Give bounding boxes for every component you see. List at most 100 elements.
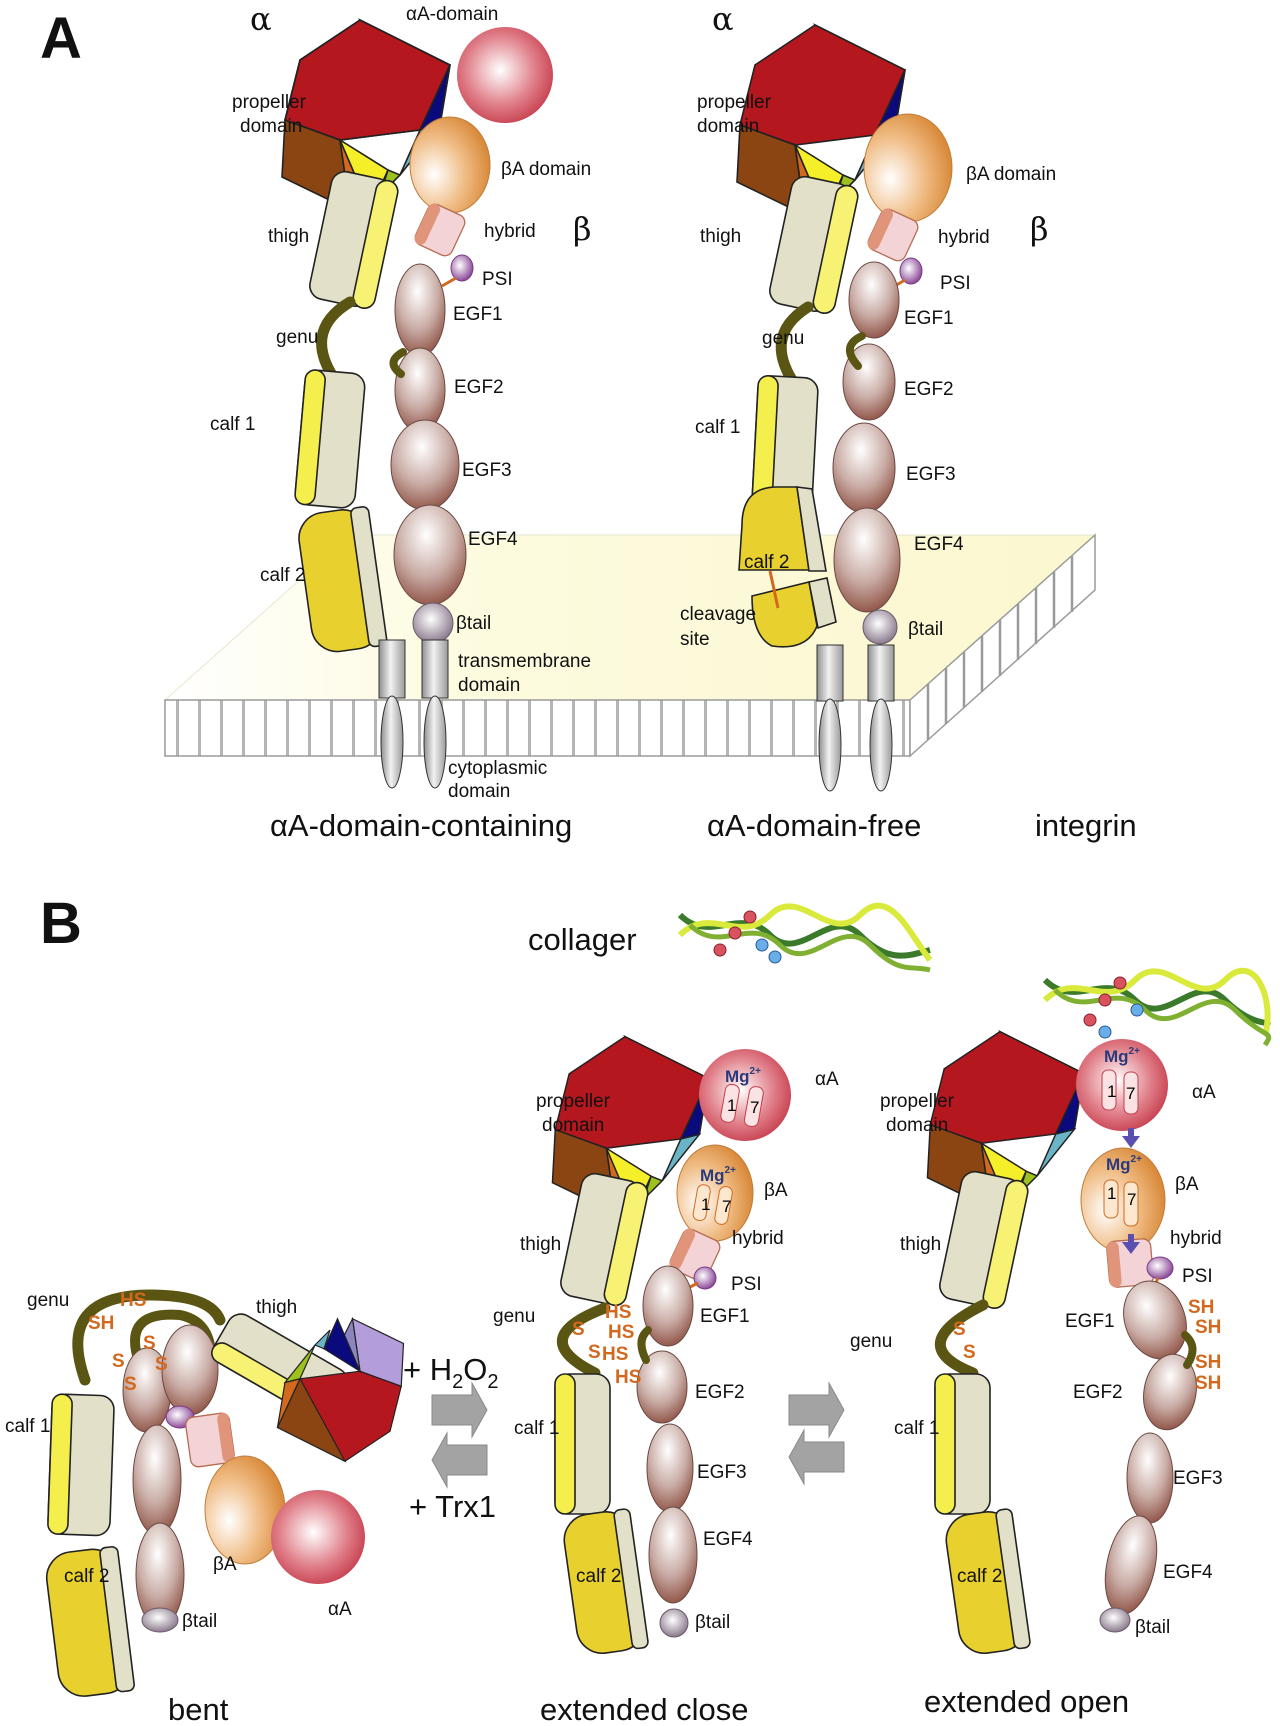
panel-b-letter: B [40,891,82,956]
btail-domain [862,609,898,645]
ext-close-hybrid-label: hybrid [732,1228,784,1249]
thiol-label: HS [605,1302,631,1323]
thiol-label: S [953,1319,966,1340]
btail-domain [141,1607,179,1633]
thiol-label: S [963,1342,976,1363]
bA-domain-label: βA domain [966,164,1056,185]
btail-label: βtail [456,613,491,634]
egf3-label: EGF3 [462,460,512,481]
bent-bA-label: βA [213,1554,237,1575]
ext-close-egf4-label: EGF4 [703,1529,753,1550]
bent-calf1-label: calf 1 [5,1416,50,1437]
ext-close-egf2-label: EGF2 [695,1382,745,1403]
thiol-label: HS [120,1290,146,1311]
calf2-label: calf 2 [260,565,305,586]
calf1-label: calf 1 [695,417,740,438]
aA-domain [699,1049,791,1141]
thigh-domain [769,175,859,314]
thiol-label: SH [88,1313,114,1334]
thigh-label: thigh [700,226,741,247]
extended-close-integrin: Mg2+ 1 7 Mg2+ 1 7 HS HS S S HS HS [551,1035,791,1655]
egf4-domain [833,507,901,613]
alpha-transmembrane-domain [378,639,406,699]
propeller-domain [276,1316,405,1463]
genu-label: genu [276,327,318,348]
calf1-domain [294,369,366,509]
calf2-domain [45,1546,135,1697]
propeller-label: propeller [880,1091,955,1112]
psi-label: PSI [482,269,513,290]
calf2-domain-cleaved [738,486,837,648]
h2o2-label: + H2O2 [403,1352,498,1393]
alpha-cytoplasmic-domain [818,698,842,792]
bent-genu-label: genu [27,1290,69,1311]
aA-free-caption: αA-domain-free [707,808,921,843]
egf2-domain [394,347,446,433]
egf1-domain [642,1265,694,1347]
forward-arrow-icon [431,1381,488,1439]
thiol-groups: HS HS S S HS HS [572,1302,641,1388]
mg-label: Mg2+ [1106,1154,1142,1174]
helix-7-label: 7 [1127,1190,1136,1209]
beta-subunit-label: β [573,210,592,248]
psi-domain [1146,1256,1174,1280]
collagen-triple-helix-bound [1042,968,1272,1047]
activation-arrow-icon [1122,1234,1140,1254]
thiol-label: S [588,1342,601,1363]
propeller-label-2: domain [542,1115,604,1136]
thiol-label: S [155,1354,168,1375]
bent-aA-label: αA [328,1599,352,1620]
btail-domain [1099,1607,1131,1633]
ext-open-aA-label: αA [1192,1082,1216,1103]
aA-containing-caption: αA-domain-containing [270,808,572,843]
beta-genu-linker [846,332,866,370]
ext-open-calf2-label: calf 2 [957,1566,1002,1587]
egf4-domain [648,1506,698,1604]
ext-close-egf3-label: EGF3 [697,1462,747,1483]
helix-7-label: 7 [750,1098,759,1117]
extended-open-integrin: Mg2+ 1 7 Mg2+ 1 7 S S SH SH SH SH [926,1030,1221,1655]
aA-free-integrin [736,24,953,792]
bent-caption: bent [168,1692,229,1726]
egf3-domain [132,1424,182,1536]
calf2-label: calf 2 [744,552,789,573]
genu-linker [72,1289,226,1386]
btail-domain [659,1608,689,1638]
egf2-domain [1143,1353,1197,1431]
egf2-domain [161,1324,219,1416]
egf3-domain [1126,1432,1174,1524]
psi-label: PSI [940,273,971,294]
psi-domain [693,1266,717,1290]
bent-thigh-label: thigh [256,1297,297,1318]
ext-close-btail-label: βtail [695,1612,730,1633]
beta-transmembrane-domain [867,644,895,702]
bA-domain [409,116,491,214]
panel-a-letter: A [40,6,82,71]
btail-label: βtail [908,619,943,640]
calf2-domain [945,1508,1031,1655]
ext-open-egf1-label: EGF1 [1065,1311,1115,1332]
ext-close-caption: extended close [540,1692,749,1726]
calf1-domain [934,1373,991,1515]
alpha-subunit-label-2: α [712,0,734,38]
aA-domain [457,27,553,123]
egf3-domain [390,419,460,511]
propeller-label: propeller [232,92,307,113]
beta-genu-linker [389,348,407,378]
calf1-label: calf 1 [210,414,255,435]
egf3-domain [646,1423,694,1513]
ext-open-hybrid-label: hybrid [1170,1228,1222,1249]
egf4-domain [1104,1515,1158,1615]
reverse-arrow-icon [788,1428,845,1486]
forward-arrow-icon [788,1381,845,1439]
ext-open-egf3-label: EGF3 [1173,1468,1223,1489]
aA-containing-integrin [281,19,553,789]
beta-transmembrane-domain [421,639,449,699]
cytoplasmic-label: cytoplasmic [448,758,547,779]
calf2-domain [563,1508,649,1655]
ext-open-bA-label: βA [1175,1174,1199,1195]
cleavage-site-label: cleavage [680,604,756,625]
hybrid-domain [867,208,919,262]
egf1-label: EGF1 [904,308,954,329]
